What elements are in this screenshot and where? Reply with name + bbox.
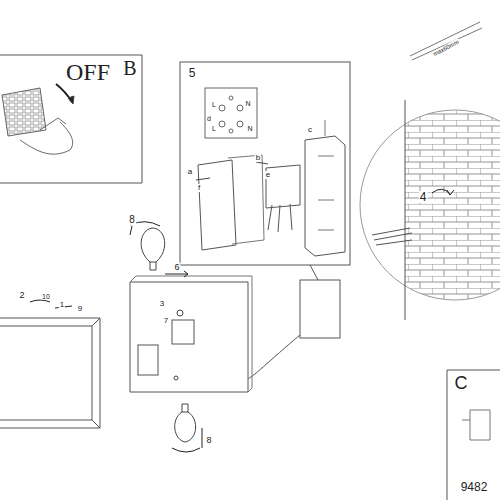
callout-number: 9 — [77, 305, 83, 313]
callout-number: OFF — [65, 60, 111, 84]
terminal-label: d — [206, 115, 212, 122]
panel-letter: B — [122, 58, 137, 78]
panel-letter: C — [454, 374, 469, 392]
callout-number: 4 — [419, 191, 428, 203]
callout-number: 10 — [41, 293, 51, 300]
callout-number: 1 — [59, 301, 65, 309]
callout-number: 6 — [173, 263, 180, 272]
callout-number: 9482 — [460, 481, 489, 493]
callout-number: a — [187, 168, 193, 176]
callout-number: 8 — [205, 436, 212, 445]
terminal-label: L — [211, 125, 217, 132]
callout-number: e — [265, 171, 271, 179]
callout-number: f — [197, 184, 201, 192]
terminal-label: L — [211, 101, 217, 108]
callout-number: 7 — [163, 317, 169, 325]
terminal-label: N — [246, 125, 253, 132]
terminal-label: N — [244, 100, 251, 107]
callout-number: b — [255, 154, 261, 162]
callout-number: 5 — [188, 67, 197, 79]
callout-number: 8 — [128, 215, 136, 225]
callout-number: 2 — [18, 291, 25, 300]
callout-number: 3 — [159, 300, 165, 308]
callout-number: c — [307, 126, 313, 134]
callout-number: max60mm — [431, 38, 460, 57]
